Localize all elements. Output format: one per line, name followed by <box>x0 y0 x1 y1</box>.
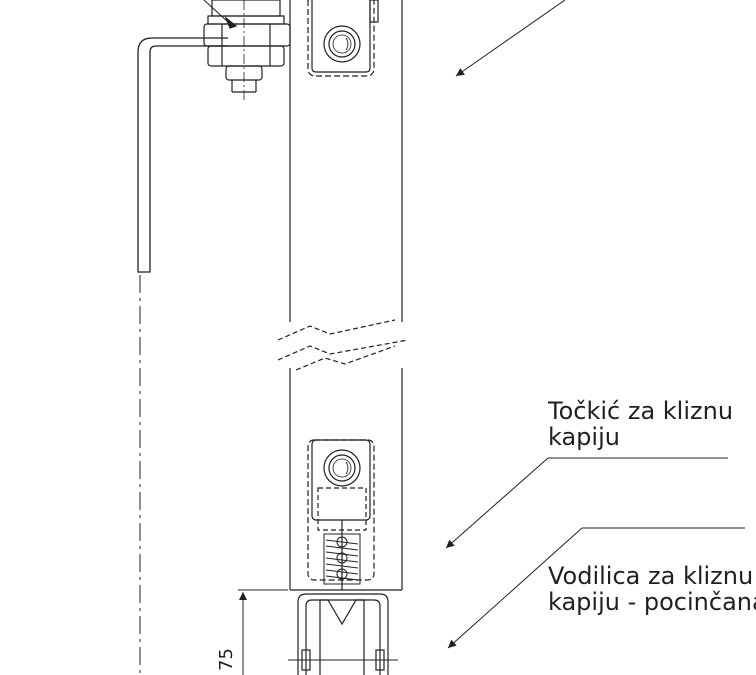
mounting-bracket <box>137 37 228 273</box>
bolt-nut-assembly <box>203 0 291 100</box>
top-leader-line <box>455 0 566 77</box>
guide-leader <box>447 527 745 649</box>
guide-callout-line1: Vodilica za kliznu <box>548 562 754 590</box>
guide-callout-line2: kapiju - pocinčana <box>548 588 756 616</box>
wheel-leader <box>445 457 728 549</box>
top-wheel-holder <box>307 0 379 77</box>
gate-post <box>277 0 409 591</box>
dimension-line <box>238 589 288 675</box>
dimension-label: 75 <box>216 648 237 671</box>
wheel-callout-line2: kapiju <box>548 423 620 451</box>
wheel-callout-line1: Točkić za kliznu <box>548 397 734 425</box>
guide-rail <box>288 593 398 675</box>
bottom-wheel-holder <box>307 439 375 590</box>
spring <box>323 533 361 585</box>
wheel-callout: Točkić za kliznu kapiju <box>548 398 733 450</box>
guide-callout: Vodilica za kliznu kapiju - pocinčana <box>548 563 756 615</box>
